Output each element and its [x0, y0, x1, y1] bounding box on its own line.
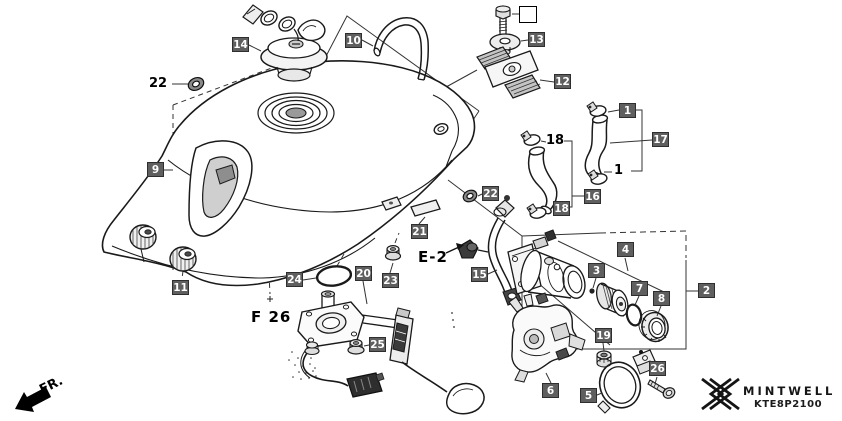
callout-9[interactable]: 9: [147, 162, 164, 177]
bolt-drawing-top: [495, 5, 511, 39]
callout-22[interactable]: 22: [482, 186, 499, 201]
callout-2[interactable]: 2: [698, 283, 715, 298]
fuel-pump-drawing: [507, 229, 586, 305]
callout-13[interactable]: 13: [528, 32, 545, 47]
callout-18[interactable]: 18: [553, 201, 570, 216]
breather-tube-drawing: [373, 17, 429, 81]
clamp-drawing-16-bottom: [526, 203, 547, 219]
mount-knob-drawing-a: [129, 224, 157, 263]
callout-24[interactable]: 24: [286, 272, 303, 287]
callout-16[interactable]: 16: [584, 189, 601, 204]
bolt26-drawing: [647, 379, 676, 399]
callout-23[interactable]: 23: [382, 273, 399, 288]
joint-pin-drawing: [589, 288, 595, 294]
callout-8[interactable]: 8: [653, 291, 670, 306]
o-ring-drawing: [625, 303, 643, 327]
callout-blank[interactable]: [519, 6, 537, 23]
float-drawing: [446, 382, 485, 415]
grommet-drawing-right: [462, 189, 478, 203]
callout-6[interactable]: 6: [542, 383, 559, 398]
quick-connect-drawing: [493, 195, 515, 218]
callout-21[interactable]: 21: [411, 224, 428, 239]
center-mark: [267, 296, 273, 302]
inline-ref-22: 22: [149, 76, 168, 91]
callout-14[interactable]: 14: [232, 37, 249, 52]
filler-neck-rings: [257, 92, 335, 134]
knee-recess: [188, 140, 253, 237]
nut23-drawing: [384, 245, 402, 261]
brand-logo-mark: [701, 377, 740, 411]
callout-26[interactable]: 26: [649, 361, 666, 376]
callout-3[interactable]: 3: [588, 263, 605, 278]
cushion-pad-drawing: [410, 199, 441, 217]
inline-ref-18: 18: [546, 133, 565, 148]
callout-20[interactable]: 20: [355, 266, 372, 281]
fuel-sender-drawing: [297, 290, 485, 415]
callout-25[interactable]: 25: [369, 337, 386, 352]
fuel-tank-drawing: [101, 60, 476, 287]
callout-17[interactable]: 17: [652, 132, 669, 147]
inline-ref-1: 1: [614, 163, 624, 178]
callout-4[interactable]: 4: [617, 242, 634, 257]
e2-arrow: [445, 243, 464, 254]
callout-10[interactable]: 10: [345, 33, 362, 48]
cross-ref-e2: E-2: [418, 248, 448, 266]
callout-1[interactable]: 1: [619, 103, 636, 118]
mount-knob-drawing-b: [169, 246, 197, 272]
o-ring24-drawing: [315, 265, 353, 287]
lock-nut-drawing: [638, 310, 669, 343]
clamp-band-drawing: [597, 349, 656, 414]
callout-5[interactable]: 5: [580, 388, 597, 403]
callout-15[interactable]: 15: [471, 267, 488, 282]
clamp-drawing-17-top: [586, 101, 607, 117]
pump-base-drawing: [508, 293, 586, 383]
clamp-drawing-16-top: [520, 130, 541, 146]
callout-11[interactable]: 11: [172, 280, 189, 295]
elbow-connector-drawing: [457, 239, 489, 259]
fr-label: FR.: [37, 374, 65, 398]
cross-ref-f26: F 26: [251, 308, 292, 326]
nut25-drawing: [347, 339, 365, 355]
grommet-drawing-left: [187, 76, 205, 92]
diagram-part-code: KTE8P2100: [754, 399, 823, 410]
callout-12[interactable]: 12: [554, 74, 571, 89]
clamp-drawing-17-bottom: [587, 169, 608, 185]
callout-7[interactable]: 7: [631, 281, 648, 296]
fr-direction-arrow: FR.: [15, 374, 65, 412]
fuel-cap-drawing: [260, 37, 328, 82]
brand-name: MINTWELL: [743, 384, 836, 398]
callout-19[interactable]: 19: [595, 328, 612, 343]
nut-left-drawing: [304, 341, 320, 356]
control-unit-drawing: [476, 46, 541, 99]
tank-mount-hole: [433, 123, 449, 135]
key-drawing: [242, 4, 326, 42]
hose17-drawing: [584, 114, 609, 181]
wire-connector-drawing: [346, 372, 383, 398]
filter-drawing: [595, 282, 629, 317]
